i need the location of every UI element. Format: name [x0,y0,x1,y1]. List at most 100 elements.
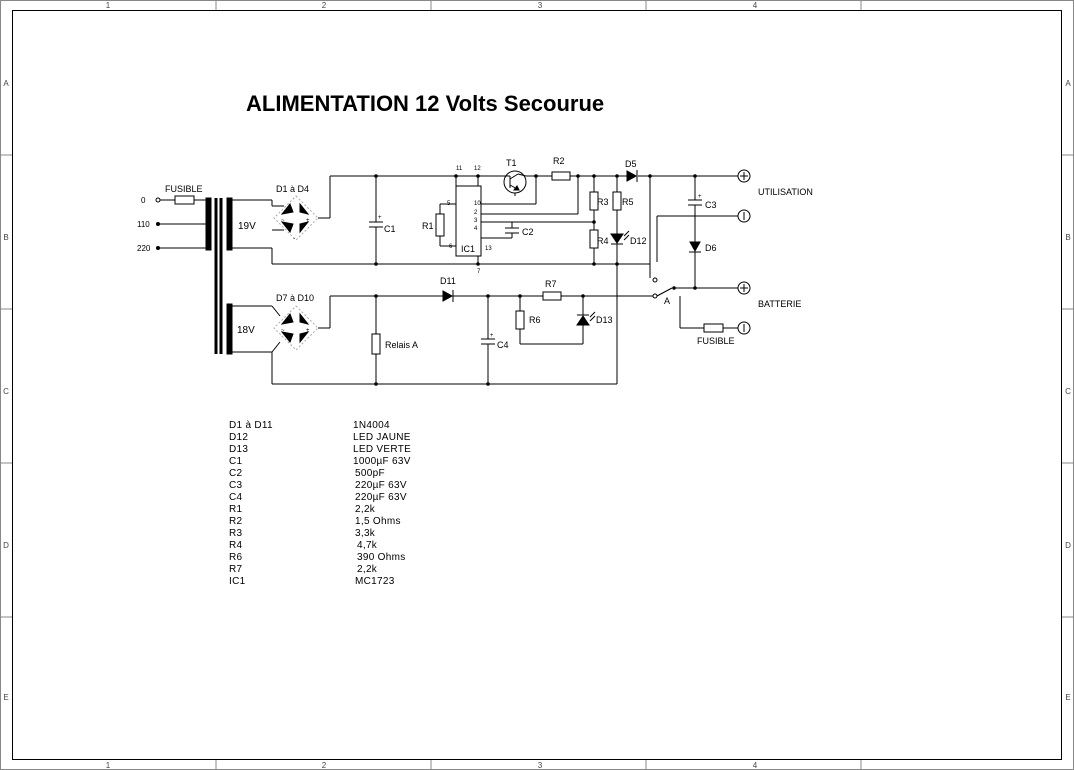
bom-ref: D12 [229,432,248,443]
tap-110-label: 110 [137,220,150,229]
transformer: 19V 18V [205,197,273,384]
bom-ref: C3 [229,480,243,491]
capacitor-c1: + C1 [369,176,396,264]
bom-ref: D13 [229,444,248,455]
frame-row-b-left: B [3,233,8,242]
resistor-r1: R1 [422,213,445,237]
charger-rail [272,294,617,386]
switch-a: A [560,176,738,384]
t1-label: T1 [506,158,517,168]
svg-text:+: + [490,333,494,339]
bridge-bottom-label: D7 à D10 [276,293,314,303]
pin-11: 11 [456,166,463,172]
bom-row: C4 220µF 63V [229,492,407,503]
tap-0-label: 0 [141,196,146,205]
r7-label: R7 [545,279,557,289]
bom-row: R6 390 Ohms [229,552,406,563]
bom-row: C3 220µF 63V [229,480,407,491]
frame-col-2-bottom: 2 [322,761,327,770]
utilisation-label: UTILISATION [758,187,813,197]
resistor-r5: R5 [612,176,634,234]
frame-col-4-top: 4 [753,1,758,10]
ic1-label: IC1 [461,244,475,254]
svg-text:-: - [293,236,295,242]
pin-4: 4 [474,226,478,232]
bom-value: LED VERTE [353,444,411,455]
resistor-r7: R7 [542,279,562,301]
frame-row-b-right: B [1065,233,1070,242]
svg-text:~: ~ [281,328,285,334]
fuse-in [174,195,195,205]
frame-col-3-top: 3 [538,1,543,10]
bom-row: R3 3,3k [229,528,376,539]
tap-220-label: 220 [137,244,151,253]
resistor-r6: R6 [515,296,583,345]
relay-a: Relais A [371,296,418,384]
bom-value: 220µF 63V [355,480,407,491]
bom-value: 4,7k [357,540,378,551]
bom-row: D13 LED VERTE [229,444,411,455]
secondary-bottom-label: 18V [237,325,255,336]
led-d13: D13 [576,296,613,344]
frame-row-c-left: C [3,387,9,396]
c1-label: C1 [384,224,396,234]
terminal-batterie-plus [737,281,751,295]
bom-value: 220µF 63V [355,492,407,503]
batterie-label: BATTERIE [758,299,801,309]
pin-3: 3 [474,218,478,224]
terminal-utilisation-minus [737,209,751,223]
bom-ref: C4 [229,492,243,503]
pin-6: 6 [449,244,453,250]
bom-row: IC1 MC1723 [229,576,395,587]
frame-row-e-right: E [1065,693,1070,702]
relay-label: Relais A [385,340,418,350]
frame-col-1-top: 1 [106,1,111,10]
regulator-ic1: IC1 11 12 5 6 10 2 3 4 13 7 [439,166,492,275]
switch-label: A [664,296,670,306]
d13-label: D13 [596,315,613,325]
d11-label: D11 [440,276,456,286]
d12-label: D12 [630,236,647,246]
ic-feedback-wiring [481,174,596,239]
bom-ref: IC1 [229,576,246,587]
bill-of-materials: D1 à D11 1N4004 D12 LED JAUNE D13 LED VE… [229,420,411,587]
svg-text:+: + [306,218,310,224]
bom-row: C1 1000µF 63V [229,456,410,467]
bom-value: MC1723 [355,576,395,587]
svg-text:+: + [306,328,310,334]
r2-label: R2 [553,156,565,166]
bom-ref: C2 [229,468,243,479]
bom-ref: D1 à D11 [229,420,273,431]
led-d12: D12 [610,230,647,264]
c2-label: C2 [522,227,534,237]
bom-value: 390 Ohms [357,552,406,563]
frame-col-3-bottom: 3 [538,761,543,770]
resistor-r2: R2 [551,156,571,181]
bom-ref: R3 [229,528,243,539]
bom-value: 2,2k [357,564,378,575]
bom-value: 500pF [355,468,385,479]
fuse-out-label: FUSIBLE [697,336,735,346]
frame-row-a-left: A [3,79,9,88]
bom-row: R7 2,2k [229,564,378,575]
frame-row-e-left: E [3,693,8,702]
pin-2: 2 [474,210,478,216]
frame-col-1-bottom: 1 [106,761,111,770]
bom-ref: C1 [229,456,243,467]
diode-d5: D5 [625,159,638,182]
d6-label: D6 [705,243,717,253]
bom-row: R2 1,5 Ohms [229,516,400,527]
bom-ref: R7 [229,564,243,575]
c4-label: C4 [497,340,509,350]
bridge-rectifier-top: ~ + - D1 à D4 [272,176,331,242]
r3-label: R3 [597,197,609,207]
fuse-in-label: FUSIBLE [165,184,203,194]
frame-col-4-bottom: 4 [753,761,758,770]
resistor-r3: R3 [589,176,609,230]
svg-text:+: + [378,215,382,221]
frame-row-c-right: C [1065,387,1071,396]
bridge-rectifier-bottom: ~ + D7 à D10 [271,293,331,353]
r4-label: R4 [597,236,609,246]
bom-value: 1N4004 [353,420,390,431]
bom-row: R4 4,7k [229,540,378,551]
